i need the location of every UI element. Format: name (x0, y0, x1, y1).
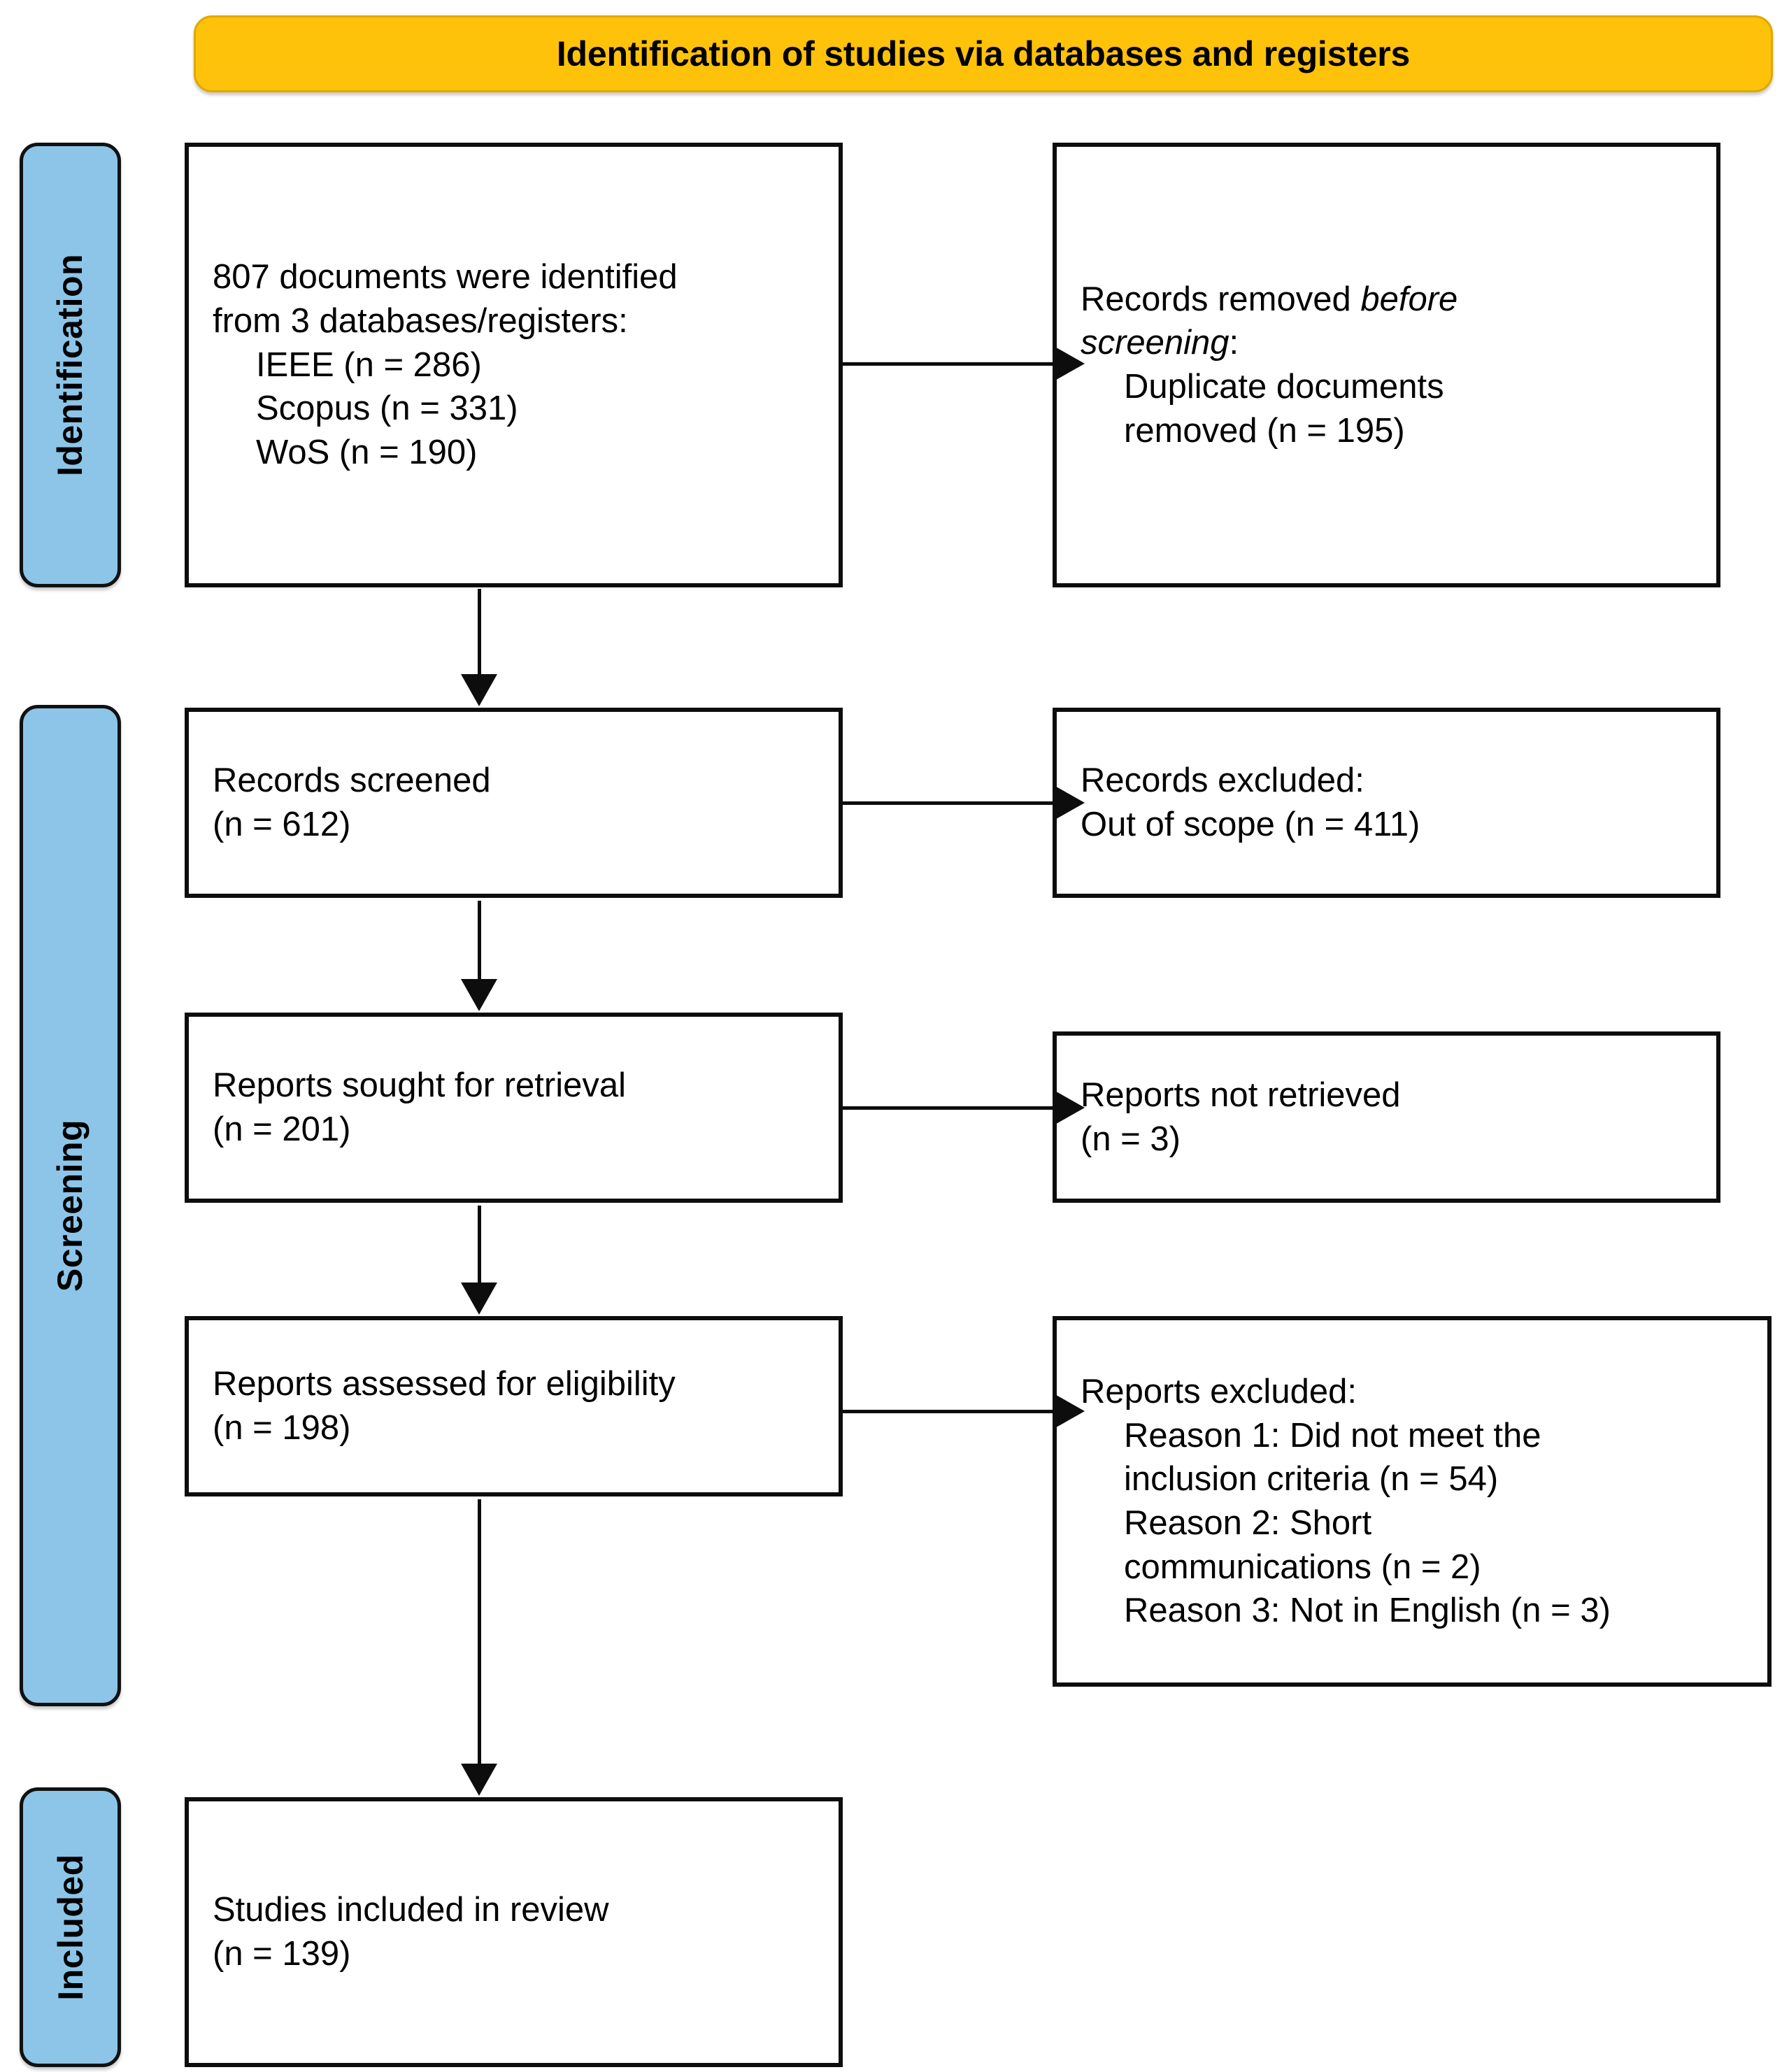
box-records-removed-before-screening: Records removed before screening: Duplic… (1053, 143, 1720, 587)
arrow-head-icon (1053, 345, 1085, 382)
removed-line-1-italic: before (1360, 280, 1458, 318)
screened-line-2: (n = 612) (213, 806, 351, 843)
arrow-shaft (843, 1410, 1054, 1413)
box-reports-excluded: Reports excluded: Reason 1: Did not meet… (1053, 1316, 1772, 1687)
box-reports-not-retrieved: Reports not retrieved (n = 3) (1053, 1031, 1720, 1203)
arrow-down-screened-to-sought (461, 901, 497, 1011)
arrow-down-sought-to-assessed (461, 1206, 497, 1315)
arrow-shaft (478, 1206, 481, 1283)
reports-excluded-reason-1b: inclusion criteria (n = 54) (1124, 1460, 1499, 1499)
records-excluded-line-2: Out of scope (n = 411) (1081, 806, 1420, 843)
diagram-header-banner: Identification of studies via databases … (194, 15, 1773, 92)
box-reports-assessed-for-eligibility: Reports assessed for eligibility (n = 19… (185, 1316, 843, 1496)
arrow-down-identified-to-screened (461, 589, 497, 706)
box-reports-sought-for-retrieval: Reports sought for retrieval (n = 201) (185, 1013, 843, 1203)
assessed-line-2: (n = 198) (213, 1409, 351, 1447)
arrow-head-icon (461, 979, 497, 1011)
stage-label-screening-text: Screening (50, 1119, 90, 1292)
identified-source-scopus: Scopus (n = 331) (256, 390, 518, 428)
removed-line-2-italic: screening (1081, 324, 1230, 362)
not-retrieved-line-1: Reports not retrieved (1081, 1076, 1401, 1114)
included-line-2: (n = 139) (213, 1935, 351, 1973)
arrow-right-assessed-to-reports-excluded (843, 1393, 1085, 1429)
identified-line-2: from 3 databases/registers: (213, 301, 628, 340)
sought-line-1: Reports sought for retrieval (213, 1066, 626, 1105)
arrow-head-icon (461, 1764, 497, 1796)
not-retrieved-line-2: (n = 3) (1081, 1120, 1181, 1158)
arrow-shaft (478, 589, 481, 674)
box-records-excluded: Records excluded: Out of scope (n = 411) (1053, 708, 1720, 898)
sought-line-2: (n = 201) (213, 1110, 351, 1148)
identified-line-1: 807 documents were identified (213, 258, 678, 296)
stage-label-screening: Screening (20, 705, 121, 1706)
reports-excluded-reason-3: Reason 3: Not in English (n = 3) (1124, 1592, 1611, 1630)
removed-line-1: Records removed before (1081, 278, 1692, 322)
screened-line-1: Records screened (213, 762, 491, 800)
assessed-line-1: Reports assessed for eligibility (213, 1365, 676, 1403)
stage-label-identification-text: Identification (50, 253, 90, 477)
identified-source-ieee: IEEE (n = 286) (256, 345, 482, 384)
reports-excluded-reason-1a: Reason 1: Did not meet the (1124, 1416, 1541, 1455)
removed-line-3: Duplicate documents (1124, 368, 1444, 406)
arrow-head-icon (1053, 785, 1085, 821)
arrow-shaft (843, 1106, 1054, 1110)
removed-line-1-prefix: Records removed (1081, 280, 1361, 318)
arrow-right-sought-to-not-retrieved (843, 1089, 1085, 1126)
arrow-shaft (478, 1499, 481, 1764)
arrow-right-screened-to-excluded (843, 785, 1085, 821)
stage-label-included: Included (20, 1787, 121, 2067)
reports-excluded-reason-2a: Reason 2: Short (1124, 1504, 1372, 1542)
arrow-head-icon (461, 674, 497, 706)
records-excluded-line-1: Records excluded: (1081, 762, 1364, 800)
box-documents-identified: 807 documents were identified from 3 dat… (185, 143, 843, 587)
page-title: Identification of studies via databases … (556, 34, 1411, 73)
identified-source-wos: WoS (n = 190) (256, 434, 478, 472)
stage-label-included-text: Included (50, 1854, 90, 2001)
arrow-shaft (478, 901, 481, 979)
arrow-down-assessed-to-included (461, 1499, 497, 1796)
removed-line-2-suffix: : (1229, 324, 1239, 362)
arrow-head-icon (1053, 1393, 1085, 1429)
arrow-shaft (843, 801, 1054, 805)
removed-line-2: screening: (1081, 321, 1692, 365)
arrow-head-icon (461, 1283, 497, 1315)
reports-excluded-line-1: Reports excluded: (1081, 1372, 1357, 1410)
arrow-shaft (843, 362, 1054, 366)
stage-label-identification: Identification (20, 143, 121, 587)
reports-excluded-reason-2b: communications (n = 2) (1124, 1548, 1481, 1586)
arrow-right-identified-to-removed (843, 345, 1085, 382)
removed-line-4: removed (n = 195) (1124, 411, 1405, 450)
box-records-screened: Records screened (n = 612) (185, 708, 843, 898)
arrow-head-icon (1053, 1089, 1085, 1126)
box-studies-included-in-review: Studies included in review (n = 139) (185, 1797, 843, 2067)
included-line-1: Studies included in review (213, 1891, 609, 1929)
